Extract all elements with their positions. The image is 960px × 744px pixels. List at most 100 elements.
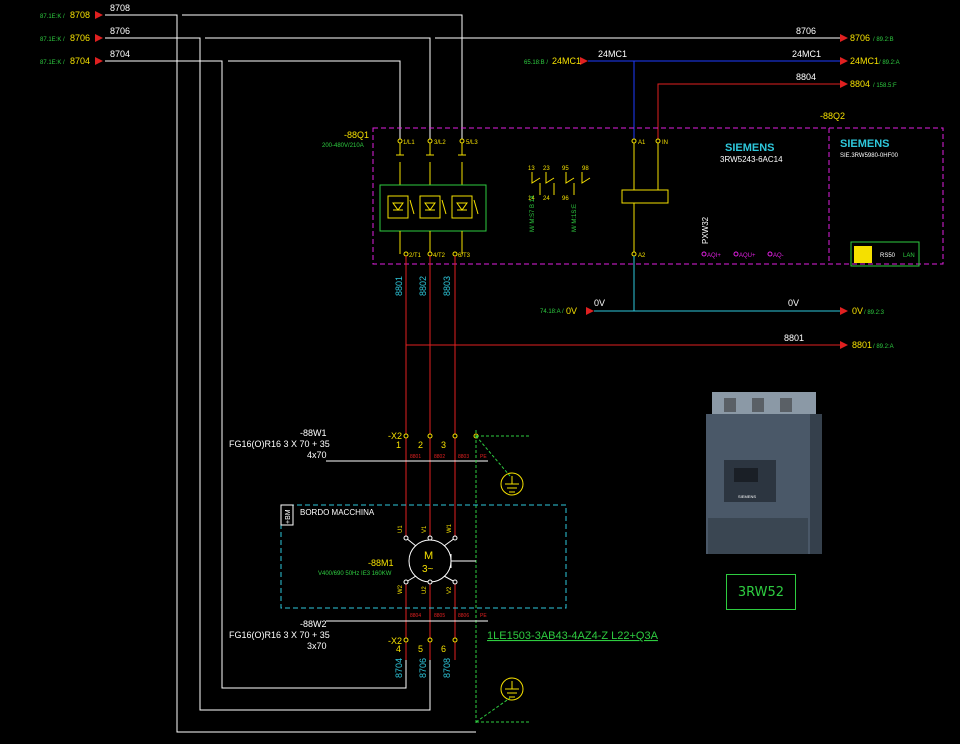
incoming-ref-2: 87.1E:K / (40, 60, 65, 66)
wire-8704[interactable] (105, 60, 407, 689)
pe-ground2-link[interactable] (475, 697, 511, 723)
motor-pin-v2[interactable] (452, 579, 458, 585)
x2-terminal-2[interactable] (427, 433, 433, 439)
lan-module-box (850, 241, 920, 267)
term-wl2-0: 8804 (410, 613, 421, 619)
thyristor-2 (419, 195, 441, 219)
in24-ref: 65.18:B / (524, 60, 548, 66)
module-lan: LAN (903, 253, 915, 259)
in24-wire[interactable]: 24MC1 (552, 56, 581, 66)
wire-8708[interactable] (105, 14, 476, 733)
arrow-8708 (95, 11, 103, 19)
out-24-wire[interactable]: 24MC1 (850, 56, 879, 66)
motor-pins (403, 535, 458, 585)
x2-terminal-4[interactable] (403, 637, 409, 643)
terminal-A1[interactable] (631, 138, 637, 144)
terminal-L3[interactable] (459, 138, 465, 144)
terminal-AQ-[interactable] (767, 251, 773, 257)
softstarter-rating: 200-480V/210A (322, 143, 364, 149)
cable1-sub: 4x70 (307, 450, 327, 460)
bottom-wire-label-0: 8704 (394, 658, 404, 678)
term-wl-0: 8801 (410, 454, 421, 460)
cable1-spec: FG16(O)R16 3 X 70 + 35 (229, 439, 330, 449)
terminal-L1[interactable] (397, 138, 403, 144)
out-wire-label-1: 8802 (418, 276, 428, 296)
term-wl2-2: 8806 (458, 613, 469, 619)
out-8801-label: 8801 (784, 333, 804, 343)
contact-L1 (396, 142, 404, 185)
ground-glyph-1 (505, 476, 519, 493)
aux-in-label: IN (662, 140, 668, 146)
machine-side-tag-box (280, 504, 294, 526)
motor-pin-u1[interactable] (403, 535, 409, 541)
in0v-wire[interactable]: 0V (566, 306, 577, 316)
module-rs: RS50 (880, 253, 896, 259)
terminal-AQI[interactable] (701, 251, 707, 257)
out-0v-ref: / 89.2:3 (864, 310, 885, 316)
out-0v-wire[interactable]: 0V (852, 306, 863, 316)
aq-label-1: AQU+ (739, 253, 756, 259)
aq-label-2: AQ- (773, 253, 784, 259)
photo-terminal-1 (724, 398, 736, 412)
terminal-A2[interactable] (631, 251, 637, 257)
wire-8708-up[interactable] (182, 14, 463, 142)
aux-note-a: M/ M:S7 B 14 (530, 195, 536, 232)
terminal2-tag: -X2 (388, 636, 402, 646)
motor-pin-w2[interactable] (403, 579, 409, 585)
in24-label: 24MC1 (598, 49, 627, 59)
contact-num-24: 24 (543, 196, 550, 202)
terminal-T1[interactable] (403, 251, 409, 257)
out-8706-wire[interactable]: 8706 (850, 33, 870, 43)
pe-ground1-link[interactable] (475, 435, 511, 477)
out-24-ref: / 89.2:A (879, 60, 900, 66)
contact-L3 (458, 142, 466, 185)
contact-num-14: 14 (528, 196, 535, 202)
machine-boundary (280, 504, 567, 609)
wire-8804[interactable] (657, 83, 840, 142)
out-8801-wire[interactable]: 8801 (852, 340, 872, 350)
incoming-ref-0: 87.1E:K / (40, 14, 65, 20)
machine-side: +BM (285, 509, 292, 524)
wire-8706[interactable] (105, 37, 431, 711)
terminal-L2[interactable] (427, 138, 433, 144)
thyristor-bypass (409, 199, 479, 215)
out-wire-label-0: 8801 (394, 276, 404, 296)
wire-8704-up[interactable] (228, 60, 401, 142)
motor-pin-v1[interactable] (427, 535, 433, 541)
white-loop-wires (105, 14, 840, 733)
out-8706-label: 8706 (796, 26, 816, 36)
wire-8706-up[interactable] (205, 37, 431, 142)
power-wires-red (405, 256, 456, 660)
x2-terminal-6[interactable] (452, 637, 458, 643)
out-8804-label: 8804 (796, 72, 816, 82)
term-top-1: 3/L2 (434, 140, 446, 146)
motor-pin-u2[interactable] (427, 579, 433, 585)
terminal-AQU[interactable] (733, 251, 739, 257)
arrow-8704 (95, 57, 103, 65)
terminal-T2[interactable] (427, 251, 433, 257)
out-8801-arrow (840, 341, 848, 349)
motor-symbol2: 3~ (422, 564, 434, 575)
in0v-arrow (586, 307, 594, 315)
contact-L2 (426, 142, 434, 185)
motor (405, 537, 476, 583)
terminal-T3[interactable] (452, 251, 458, 257)
terminal-IN[interactable] (655, 138, 661, 144)
motor-pin-label-2: W1 (447, 523, 453, 533)
cable1-tag: -88W1 (300, 428, 327, 438)
thyristor-glyph-1 (392, 202, 404, 211)
motor-pin-label-5: V2 (447, 586, 453, 594)
out-8804-wire[interactable]: 8804 (850, 79, 870, 89)
x2-terminal-3[interactable] (452, 433, 458, 439)
incoming-wire-1[interactable]: 8706 (70, 33, 90, 43)
photo-caption[interactable]: 3RW52 (726, 574, 796, 610)
x2-terminal-1[interactable] (403, 433, 409, 439)
incoming-wire-2[interactable]: 8704 (70, 56, 90, 66)
motor-code[interactable]: 1LE1503-3AB43-4AZ4-Z L22+Q3A (487, 630, 659, 642)
bottom-wire-label-1: 8706 (418, 658, 428, 678)
incoming-wire-0[interactable]: 8708 (70, 10, 90, 20)
motor-pin-w1[interactable] (452, 535, 458, 541)
x2-terminal-5[interactable] (427, 637, 433, 643)
terminal1-dots (403, 433, 479, 439)
softstarter-model: 3RW5243-6AC14 (720, 155, 783, 164)
